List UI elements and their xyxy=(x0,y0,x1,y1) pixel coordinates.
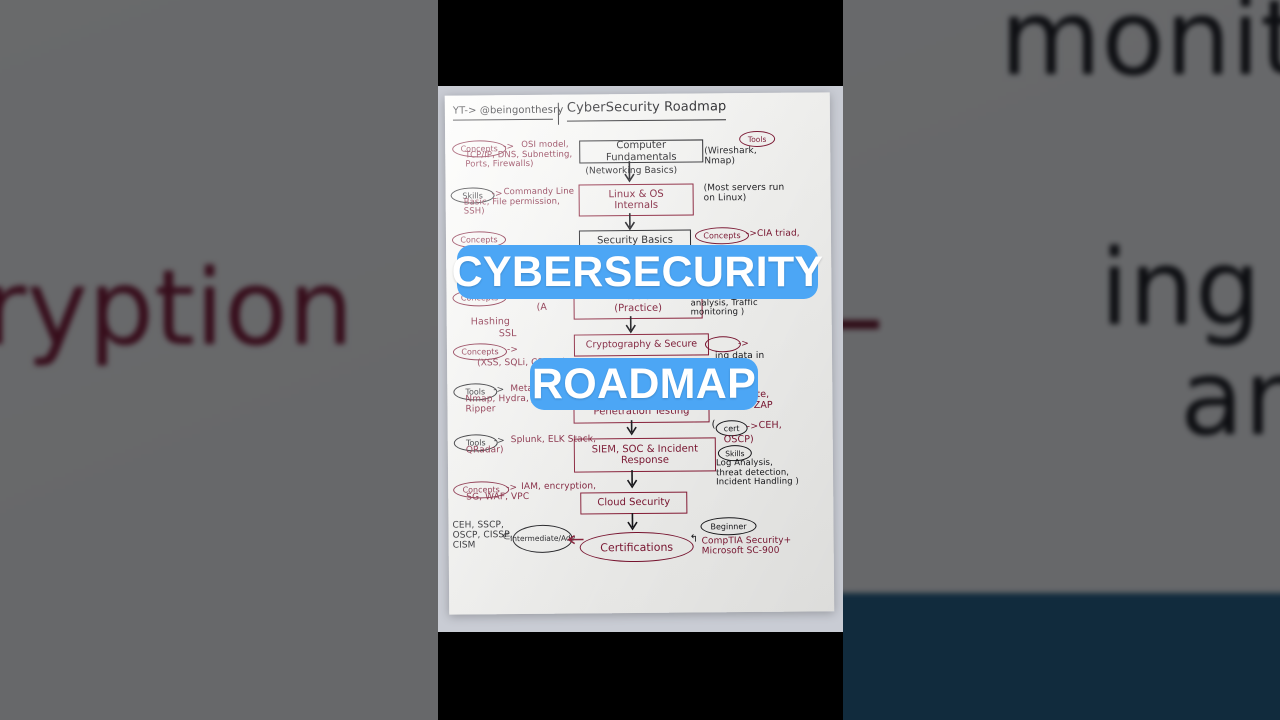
arrow-left-cert xyxy=(567,534,584,544)
annot-ssl: SSL xyxy=(498,327,517,339)
annot-oscp: OSCP) xyxy=(723,433,754,445)
paper-sheet: YT-> @beingonthesry CyberSecurity Roadma… xyxy=(444,91,834,614)
youtube-handle: YT-> @beingonthesry xyxy=(452,104,563,121)
arrow-down-2 xyxy=(624,212,635,231)
tag-tools-right: Tools xyxy=(738,130,776,147)
annot-splunk: Splunk, ELK Stack, QRadar) xyxy=(465,434,597,456)
badge-intermediate-adv: Intermediate/Adv xyxy=(510,524,575,553)
annot-log-analysis: Log Analysis, threat detection, Incident… xyxy=(715,457,799,488)
node-cryptography: Cryptography & Secure xyxy=(573,333,709,357)
annot-ceh: CEH, xyxy=(758,419,782,431)
cert-list-beginner: CompTIA Security+ Microsoft SC-900 xyxy=(701,535,792,557)
arrow-down-1 xyxy=(624,160,635,183)
arrow-up-right-cert: ↰ xyxy=(689,533,699,545)
node-certifications: Certifications xyxy=(579,531,694,563)
annot-hashing: Hashing xyxy=(470,315,511,328)
badge-beginner: Beginner xyxy=(700,516,757,536)
annot-most-servers-linux: (Most servers run on Linux) xyxy=(703,182,785,204)
arrow-down-7 xyxy=(626,469,638,489)
annot-encryption-a: (A xyxy=(536,301,547,313)
annot-wireshark: (Wireshark, Nmap) xyxy=(704,145,757,167)
arrow-down-4 xyxy=(625,315,636,334)
caption-roadmap: ROADMAP xyxy=(530,358,758,410)
arrow-glyph-9: -> xyxy=(746,420,759,432)
annot-osi-model: OSI model, TCP/IP, DNS, Subnetting, Port… xyxy=(465,139,573,170)
annot-cia-triad: ->CIA triad, xyxy=(745,228,800,239)
arrow-down-8 xyxy=(627,512,638,531)
annot-iam: IAM, encryption, SG, WAF, VPC xyxy=(466,481,597,503)
arrow-down-6 xyxy=(626,419,637,436)
tag-concepts-right: Concepts xyxy=(694,226,749,245)
paren-open-cert: ( xyxy=(711,418,716,431)
tag-secure-right xyxy=(704,335,741,353)
annot-command-line: Commandy Line Basic, File permission, SS… xyxy=(463,186,574,217)
board-title: CyberSecurity Roadmap xyxy=(567,99,727,121)
arrow-glyph-4: -> xyxy=(506,344,518,355)
caption-cybersecurity: CYBERSECURITY xyxy=(452,245,823,299)
arrow-glyph-8: -> xyxy=(737,338,749,349)
